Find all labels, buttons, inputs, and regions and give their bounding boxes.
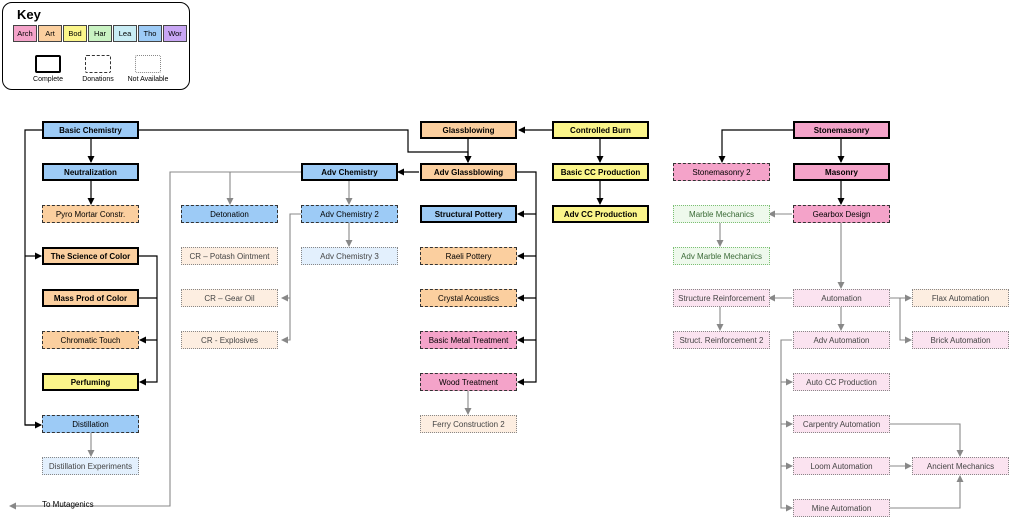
legend-key: Key Arch Art Bod Har Lea Tho Wor Complet… bbox=[2, 2, 190, 90]
node-pyro-mortar[interactable]: Pyro Mortar Constr. bbox=[42, 205, 139, 223]
node-basic-cc-production[interactable]: Basic CC Production bbox=[552, 163, 649, 181]
legend-bod: Bod bbox=[63, 25, 87, 42]
legend-na-label: Not Available bbox=[127, 76, 169, 83]
node-adv-cc-production[interactable]: Adv CC Production bbox=[552, 205, 649, 223]
node-distillation-experiments[interactable]: Distillation Experiments bbox=[42, 457, 139, 475]
legend-na-sample bbox=[135, 55, 161, 73]
node-adv-glassblowing[interactable]: Adv Glassblowing bbox=[420, 163, 517, 181]
legend-complete-sample bbox=[35, 55, 61, 73]
node-stonemasonry-2[interactable]: Stonemasonry 2 bbox=[673, 163, 770, 181]
node-brick-automation[interactable]: Brick Automation bbox=[912, 331, 1009, 349]
legend-lea: Lea bbox=[113, 25, 137, 42]
node-stonemasonry[interactable]: Stonemasonry bbox=[793, 121, 890, 139]
node-mass-prod-color[interactable]: Mass Prod of Color bbox=[42, 289, 139, 307]
node-adv-chemistry-2[interactable]: Adv Chemistry 2 bbox=[301, 205, 398, 223]
legend-har: Har bbox=[88, 25, 112, 42]
node-carpentry-automation[interactable]: Carpentry Automation bbox=[793, 415, 890, 433]
legend-donations-sample bbox=[85, 55, 111, 73]
node-mine-automation[interactable]: Mine Automation bbox=[793, 499, 890, 517]
node-neutralization[interactable]: Neutralization bbox=[42, 163, 139, 181]
node-gearbox-design[interactable]: Gearbox Design bbox=[793, 205, 890, 223]
node-structural-pottery[interactable]: Structural Pottery bbox=[420, 205, 517, 223]
node-adv-automation[interactable]: Adv Automation bbox=[793, 331, 890, 349]
node-crystal-acoustics[interactable]: Crystal Acoustics bbox=[420, 289, 517, 307]
node-controlled-burn[interactable]: Controlled Burn bbox=[552, 121, 649, 139]
node-struct-reinforcement-2[interactable]: Struct. Reinforcement 2 bbox=[673, 331, 770, 349]
to-mutagenics-label[interactable]: To Mutagenics bbox=[42, 500, 94, 509]
node-adv-chemistry-3[interactable]: Adv Chemistry 3 bbox=[301, 247, 398, 265]
node-raeli-pottery[interactable]: Raeli Pottery bbox=[420, 247, 517, 265]
node-cr-explosives[interactable]: CR - Explosives bbox=[181, 331, 278, 349]
node-basic-metal-treatment[interactable]: Basic Metal Treatment bbox=[420, 331, 517, 349]
node-loom-automation[interactable]: Loom Automation bbox=[793, 457, 890, 475]
node-cr-potash[interactable]: CR – Potash Ointment bbox=[181, 247, 278, 265]
node-glassblowing[interactable]: Glassblowing bbox=[420, 121, 517, 139]
legend-donations-label: Donations bbox=[82, 76, 114, 83]
legend-complete-label: Complete bbox=[33, 76, 63, 83]
node-automation[interactable]: Automation bbox=[793, 289, 890, 307]
node-masonry[interactable]: Masonry bbox=[793, 163, 890, 181]
node-chromatic-touch[interactable]: Chromatic Touch bbox=[42, 331, 139, 349]
node-science-of-color[interactable]: The Science of Color bbox=[42, 247, 139, 265]
node-adv-chemistry[interactable]: Adv Chemistry bbox=[301, 163, 398, 181]
legend-tho: Tho bbox=[138, 25, 162, 42]
node-distillation[interactable]: Distillation bbox=[42, 415, 139, 433]
node-cr-gear-oil[interactable]: CR – Gear Oil bbox=[181, 289, 278, 307]
legend-art: Art bbox=[38, 25, 62, 42]
legend-title: Key bbox=[17, 7, 41, 22]
node-structure-reinforcement[interactable]: Structure Reinforcement bbox=[673, 289, 770, 307]
node-ancient-mechanics[interactable]: Ancient Mechanics bbox=[912, 457, 1009, 475]
node-auto-cc-production[interactable]: Auto CC Production bbox=[793, 373, 890, 391]
node-wood-treatment[interactable]: Wood Treatment bbox=[420, 373, 517, 391]
legend-wor: Wor bbox=[163, 25, 187, 42]
node-ferry-construction-2[interactable]: Ferry Construction 2 bbox=[420, 415, 517, 433]
legend-arch: Arch bbox=[13, 25, 37, 42]
node-adv-marble-mechanics[interactable]: Adv Marble Mechanics bbox=[673, 247, 770, 265]
node-marble-mechanics[interactable]: Marble Mechanics bbox=[673, 205, 770, 223]
node-detonation[interactable]: Detonation bbox=[181, 205, 278, 223]
node-flax-automation[interactable]: Flax Automation bbox=[912, 289, 1009, 307]
node-basic-chemistry[interactable]: Basic Chemistry bbox=[42, 121, 139, 139]
node-perfuming[interactable]: Perfuming bbox=[42, 373, 139, 391]
